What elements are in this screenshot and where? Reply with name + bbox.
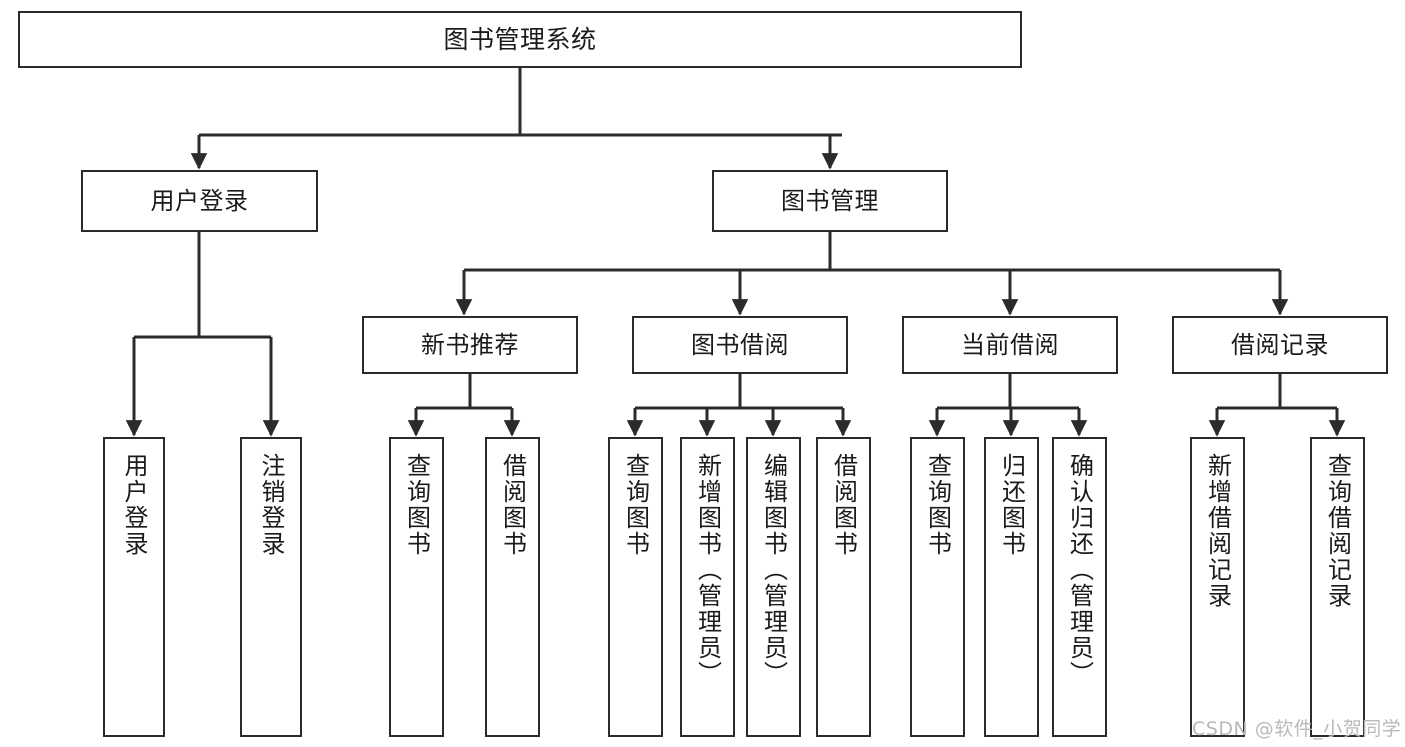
node-label: 查询图书 [621, 453, 650, 557]
node-label: 图书管理 [781, 186, 879, 215]
leaf-user-login[interactable]: 用户登录 [103, 437, 165, 737]
node-new-book-recommend[interactable]: 新书推荐 [362, 316, 578, 374]
node-label: 查询图书 [923, 453, 952, 557]
node-label: 查询图书 [402, 453, 431, 557]
node-label: 确认归还（管理员） [1065, 453, 1094, 687]
node-label: 用户登录 [150, 186, 249, 215]
node-label: 图书管理系统 [443, 24, 597, 54]
leaf-edit-book-admin[interactable]: 编辑图书（管理员） [746, 437, 801, 737]
leaf-add-borrow-record[interactable]: 新增借阅记录 [1190, 437, 1245, 737]
node-label: 借阅记录 [1231, 330, 1329, 359]
node-user-login[interactable]: 用户登录 [81, 170, 318, 232]
leaf-query-borrow-record[interactable]: 查询借阅记录 [1310, 437, 1365, 737]
node-label: 新增图书（管理员） [693, 453, 722, 687]
leaf-return-book[interactable]: 归还图书 [984, 437, 1039, 737]
node-label: 图书借阅 [691, 330, 789, 359]
node-label: 借阅图书 [498, 453, 527, 557]
leaf-query-book-newbook[interactable]: 查询图书 [389, 437, 444, 737]
node-label: 注销登录 [257, 453, 285, 557]
leaf-query-book-current[interactable]: 查询图书 [910, 437, 965, 737]
node-book-borrow[interactable]: 图书借阅 [632, 316, 848, 374]
node-label: 当前借阅 [961, 330, 1059, 359]
leaf-user-logout[interactable]: 注销登录 [240, 437, 302, 737]
node-label: 编辑图书（管理员） [759, 453, 788, 687]
node-book-management-system[interactable]: 图书管理系统 [18, 11, 1022, 68]
leaf-borrow-book-newbook[interactable]: 借阅图书 [485, 437, 540, 737]
node-label: 归还图书 [997, 453, 1026, 557]
watermark-text: CSDN @软件_小贺同学 [1192, 718, 1402, 740]
node-current-borrow[interactable]: 当前借阅 [902, 316, 1118, 374]
node-label: 借阅图书 [829, 453, 858, 557]
node-label: 查询借阅记录 [1323, 453, 1352, 609]
leaf-borrow-book[interactable]: 借阅图书 [816, 437, 871, 737]
node-label: 新书推荐 [421, 330, 519, 359]
node-label: 新增借阅记录 [1203, 453, 1232, 609]
leaf-add-book-admin[interactable]: 新增图书（管理员） [680, 437, 735, 737]
leaf-confirm-return-admin[interactable]: 确认归还（管理员） [1052, 437, 1107, 737]
node-borrow-record[interactable]: 借阅记录 [1172, 316, 1388, 374]
leaf-query-book-borrow[interactable]: 查询图书 [608, 437, 663, 737]
node-label: 用户登录 [120, 453, 148, 557]
csdn-watermark: CSDN @软件_小贺同学 [1192, 714, 1401, 741]
node-book-management[interactable]: 图书管理 [712, 170, 948, 232]
